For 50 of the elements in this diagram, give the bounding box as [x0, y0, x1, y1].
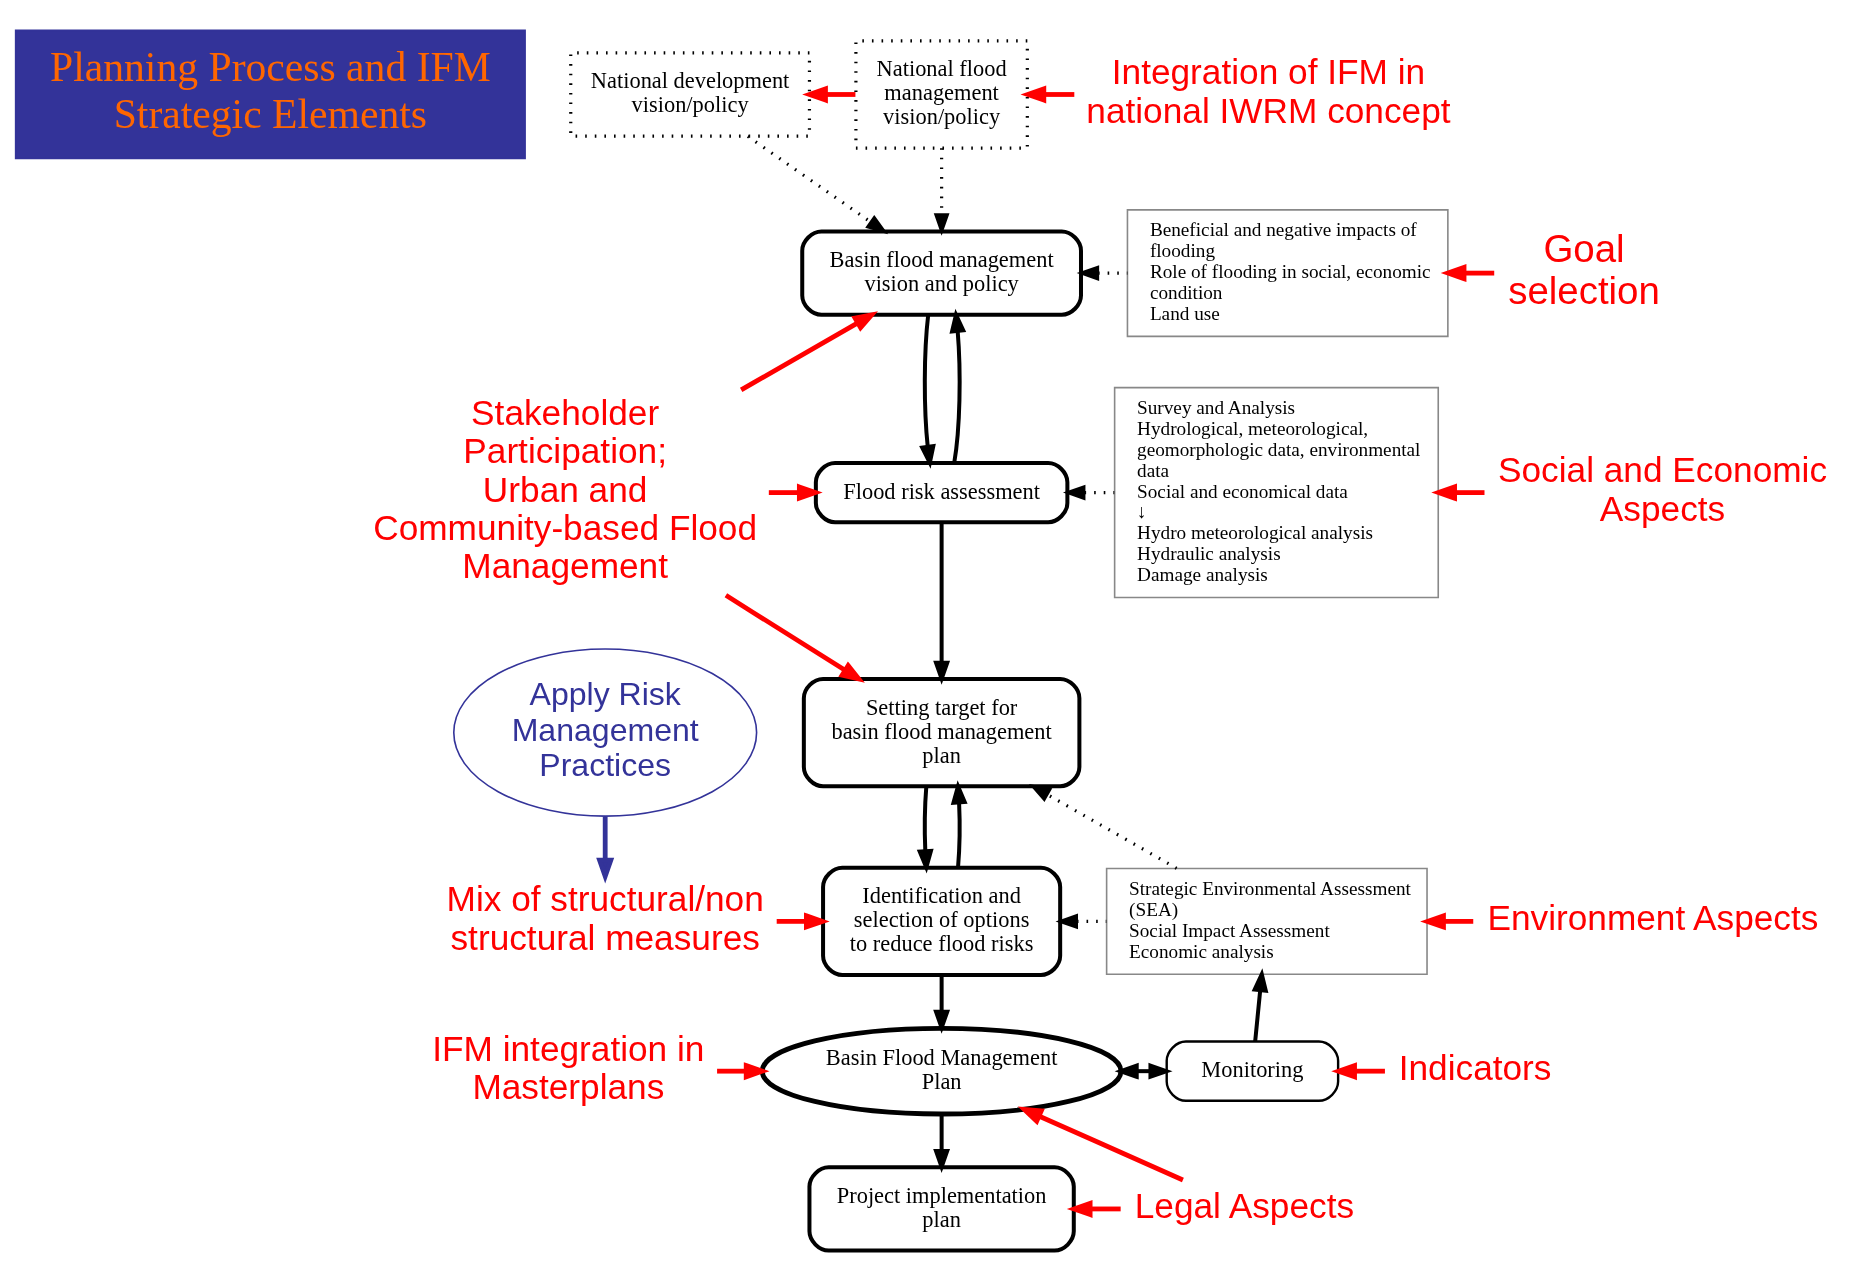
node-ellipse: Basin Flood Management Plan — [759, 1025, 1123, 1117]
arrow — [933, 148, 949, 236]
arrow — [595, 816, 614, 884]
arrow — [1419, 912, 1473, 931]
arrow — [918, 314, 936, 469]
arrow — [1020, 85, 1074, 104]
node-text: Mix of structural/non structural measures — [446, 879, 764, 957]
arrow — [1066, 1199, 1121, 1218]
node-text: Integration of IFM in national IWRM concept — [1085, 52, 1451, 130]
node-box: Setting target for basin flood management plan — [801, 676, 1081, 789]
node-text: Environment Aspects — [1486, 898, 1818, 938]
node-text: Goal selection — [1507, 227, 1660, 312]
arrow — [950, 780, 968, 868]
node-text: Social and Economic Aspects — [1497, 450, 1827, 528]
node-text: Stakeholder Participation; Urban and Community-based Flood Management — [372, 392, 757, 586]
arrow — [776, 912, 830, 931]
node-box: National flood management vision/policy — [853, 39, 1029, 150]
arrow — [716, 1062, 770, 1081]
arrow — [932, 1114, 950, 1173]
arrow — [1440, 264, 1494, 283]
arrow — [916, 786, 934, 874]
arrow — [1017, 1106, 1184, 1183]
arrow — [1430, 483, 1484, 502]
arrow — [724, 593, 865, 683]
arrow — [1114, 1062, 1173, 1080]
node-box: Survey and Analysis Hydrological, meteorological, geomorphologic data, environmental data Social and economical data ↓ Hydro meteorological analysis Hydraulic analysis Damage analysis — [1113, 386, 1439, 599]
node-box: Planning Process and IFM Strategic Elements — [14, 29, 526, 160]
arrow — [739, 311, 878, 392]
node-box: Flood risk assessment — [813, 460, 1069, 525]
arrow — [932, 522, 950, 685]
node-box: Identification and selection of options to reduce flood risks — [820, 865, 1062, 978]
arrow — [801, 85, 855, 104]
node-box: Basin flood management vision and policy — [799, 229, 1083, 317]
node-text: IFM integration in Masterplans — [431, 1028, 704, 1107]
node-box: National development vision/policy — [568, 51, 811, 138]
node-ellipse: Apply Risk Management Practices — [452, 648, 757, 817]
arrow — [1028, 784, 1177, 870]
arrow — [1251, 968, 1268, 1042]
node-box: Strategic Environmental Assessment (SEA) Social Impact Assessment Economic analysis — [1105, 867, 1428, 976]
node-box: Beneficial and negative impacts of flooding Role of flooding in social, economic condition Land use — [1126, 209, 1449, 338]
arrow — [1330, 1062, 1385, 1081]
arrow — [948, 308, 966, 464]
node-box: Project implementation plan — [806, 1165, 1076, 1253]
arrow — [746, 135, 888, 235]
node-text: Legal Aspects — [1134, 1185, 1354, 1225]
node-box: Monitoring — [1165, 1040, 1339, 1102]
arrow — [1062, 484, 1114, 501]
arrow — [932, 975, 950, 1034]
arrow — [768, 483, 823, 502]
node-text: Indicators — [1398, 1048, 1551, 1088]
